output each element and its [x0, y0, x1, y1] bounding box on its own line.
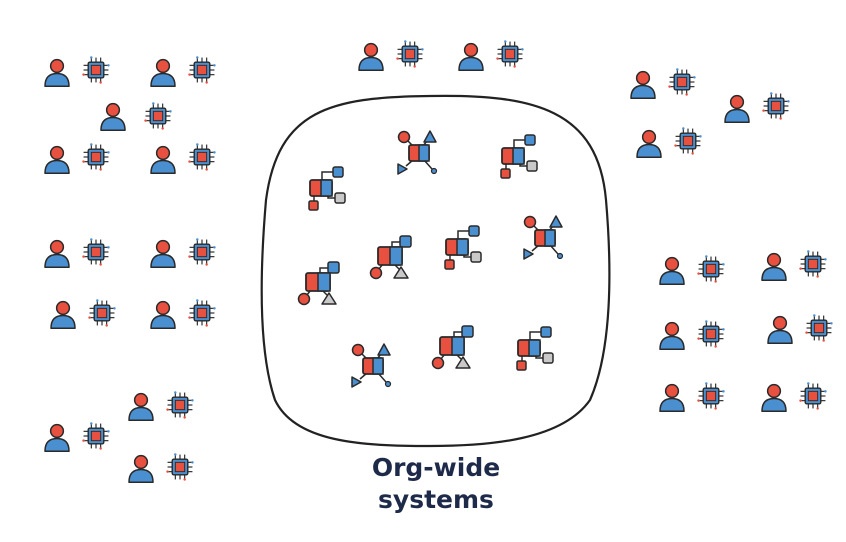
- ai-chip-icon: [82, 422, 110, 450]
- ai-chip-icon: [697, 255, 725, 283]
- ai-workflow-icon: [297, 261, 340, 306]
- ai-workflow-icon: [351, 343, 392, 388]
- person-icon: [150, 300, 176, 330]
- person-icon: [724, 94, 750, 124]
- person-icon: [44, 145, 70, 175]
- ai-workflow-icon: [369, 235, 412, 280]
- person-icon: [767, 315, 793, 345]
- ai-chip-icon: [799, 382, 827, 410]
- caption-line-2: systems: [378, 485, 494, 514]
- caption-line-1: Org-wide: [371, 453, 501, 482]
- ai-chip-icon: [144, 102, 172, 130]
- person-icon: [100, 102, 126, 132]
- person-icon: [636, 129, 662, 159]
- person-icon: [458, 42, 484, 72]
- person-icon: [128, 454, 154, 484]
- ai-workflow-icon: [308, 166, 346, 211]
- person-icon: [50, 300, 76, 330]
- ai-chip-icon: [697, 320, 725, 348]
- ai-workflow-icon: [523, 215, 564, 260]
- ai-chip-icon: [82, 143, 110, 171]
- ai-workflow-icon: [500, 134, 538, 179]
- ai-chip-icon: [668, 68, 696, 96]
- ai-chip-icon: [496, 40, 524, 68]
- ai-workflow-icon: [444, 225, 482, 270]
- person-icon: [128, 392, 154, 422]
- ai-chip-icon: [762, 92, 790, 120]
- ai-chip-icon: [697, 382, 725, 410]
- ai-workflow-icon: [397, 130, 438, 175]
- ai-chip-icon: [88, 299, 116, 327]
- ai-chip-icon: [166, 391, 194, 419]
- person-icon: [761, 383, 787, 413]
- ai-chip-icon: [166, 453, 194, 481]
- person-icon: [659, 321, 685, 351]
- ai-chip-icon: [82, 238, 110, 266]
- ai-chip-icon: [188, 299, 216, 327]
- person-icon: [150, 58, 176, 88]
- ai-workflow-icon: [516, 326, 554, 371]
- person-icon: [358, 42, 384, 72]
- ai-workflow-icon: [431, 325, 474, 370]
- person-icon: [44, 58, 70, 88]
- caption: Org-wide systems: [336, 452, 536, 516]
- ai-chip-icon: [188, 238, 216, 266]
- person-icon: [150, 239, 176, 269]
- ai-chip-icon: [188, 56, 216, 84]
- ai-chip-icon: [805, 314, 833, 342]
- person-icon: [44, 239, 70, 269]
- ai-chip-icon: [82, 56, 110, 84]
- person-icon: [44, 423, 70, 453]
- org-boundary: [260, 94, 611, 448]
- ai-chip-icon: [188, 143, 216, 171]
- person-icon: [761, 252, 787, 282]
- person-icon: [659, 383, 685, 413]
- person-icon: [150, 145, 176, 175]
- person-icon: [630, 70, 656, 100]
- ai-chip-icon: [396, 40, 424, 68]
- person-icon: [659, 256, 685, 286]
- ai-chip-icon: [674, 127, 702, 155]
- ai-chip-icon: [799, 250, 827, 278]
